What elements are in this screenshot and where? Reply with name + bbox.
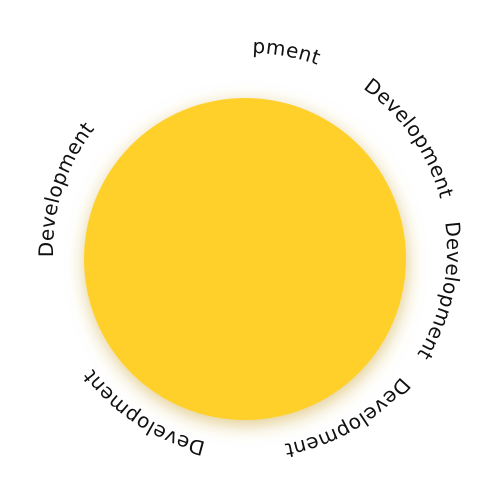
center-circle <box>84 98 406 420</box>
ring-label-1: Development <box>0 0 324 70</box>
ring-label-3: Development <box>413 220 466 364</box>
